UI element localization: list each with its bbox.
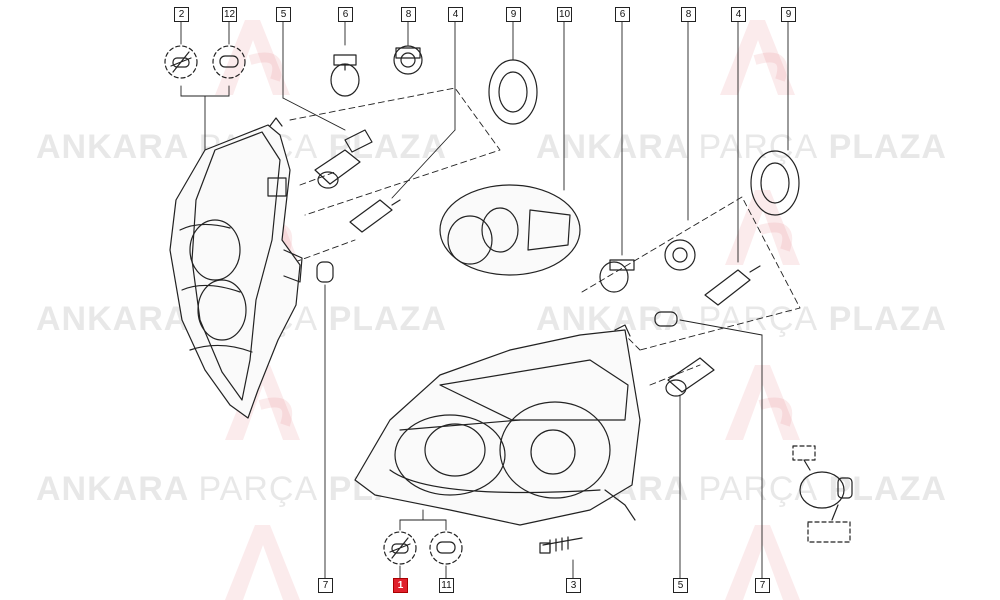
cover-cap-icon bbox=[439, 184, 581, 276]
headlamp-rear-view bbox=[169, 117, 303, 419]
part-label[interactable]: 5 bbox=[276, 7, 291, 22]
rubber-seal-icon bbox=[488, 59, 538, 125]
part-label[interactable]: 5 bbox=[673, 578, 688, 593]
bulb-crossed-icon bbox=[383, 531, 417, 565]
part-label[interactable]: 8 bbox=[681, 7, 696, 22]
part-label[interactable]: 6 bbox=[615, 7, 630, 22]
h1-bulb-icon bbox=[349, 199, 401, 233]
leader-lines bbox=[180, 21, 789, 579]
bulb-small-icon bbox=[429, 531, 463, 565]
part-label[interactable]: 6 bbox=[338, 7, 353, 22]
part-label[interactable]: 4 bbox=[731, 7, 746, 22]
bulb-small-icon bbox=[212, 45, 246, 79]
headlamp-front-view bbox=[354, 324, 641, 526]
optional-bulb-group bbox=[792, 445, 853, 543]
adjusting-screw-icon bbox=[539, 536, 583, 554]
part-label[interactable]: 8 bbox=[401, 7, 416, 22]
h7-bulb-icon bbox=[314, 129, 373, 189]
h1-bulb-icon bbox=[704, 265, 761, 306]
bulb-bayonet-icon bbox=[330, 54, 360, 97]
part-label[interactable]: 2 bbox=[174, 7, 189, 22]
h7-bulb-icon bbox=[665, 357, 715, 397]
rubber-seal-icon bbox=[750, 150, 800, 216]
part-label[interactable]: 9 bbox=[781, 7, 796, 22]
side-bulb-icon bbox=[316, 261, 334, 283]
side-bulb-icon bbox=[654, 311, 678, 327]
part-label[interactable]: 7 bbox=[318, 578, 333, 593]
bulb-holder-icon bbox=[664, 239, 696, 271]
part-label[interactable]: 7 bbox=[755, 578, 770, 593]
part-label[interactable]: 10 bbox=[557, 7, 572, 22]
bulb-bayonet-icon bbox=[599, 259, 635, 293]
bulb-crossed-icon bbox=[164, 45, 198, 79]
part-label[interactable]: 11 bbox=[439, 578, 454, 593]
part-label[interactable]: 12 bbox=[222, 7, 237, 22]
part-label[interactable]: 9 bbox=[506, 7, 521, 22]
part-label[interactable]: 4 bbox=[448, 7, 463, 22]
part-label-selected[interactable]: 1 bbox=[393, 578, 408, 593]
part-label[interactable]: 3 bbox=[566, 578, 581, 593]
bulb-holder-icon bbox=[393, 45, 423, 75]
